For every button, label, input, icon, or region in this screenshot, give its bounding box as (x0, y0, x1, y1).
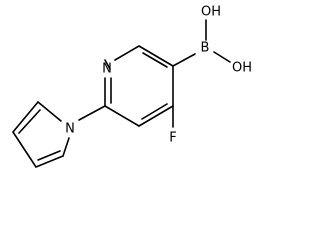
bond-cb-cc (12, 131, 37, 168)
atom-label-hydroxyl-top: OH (201, 5, 221, 20)
bond-c6-c5 (138, 45, 174, 67)
bond-cc-cd-inner (37, 150, 61, 161)
boronic-acid-group (172, 19, 231, 67)
bond-c4-c3 (138, 105, 174, 127)
bond-npyrrole-ca (37, 101, 62, 122)
atom-label-boron: B (201, 41, 210, 56)
bond-ca-cb (12, 101, 39, 133)
bond-c5-b (172, 53, 196, 67)
bond-cd-npyrrole (62, 137, 70, 157)
bond-cc-cd (35, 155, 64, 168)
atom-label-fluorine: F (169, 131, 176, 146)
bond-c3-c2 (104, 105, 140, 127)
atom-label-n-pyrrole: N (65, 122, 75, 137)
bond-c2-n1 (104, 59, 111, 70)
bond-ca-cb-inner (18, 109, 41, 134)
bond-c6-c5-inner (142, 52, 168, 68)
structure-canvas: N N F B OH OH (12, 4, 253, 168)
bond-c4-c3-inner (141, 103, 168, 120)
bond-b-oh-right (213, 51, 231, 63)
pyrrole-ring (12, 101, 106, 168)
molecule-drawing: N N F B OH OH (12, 5, 252, 168)
atom-label-hydroxyl-right: OH (232, 61, 252, 76)
atom-label-n-pyridine: N (102, 62, 112, 77)
bond-n1-c6 (114, 45, 140, 61)
pyridine-ring (104, 45, 174, 127)
bond-c2-npyrrole (78, 105, 106, 121)
